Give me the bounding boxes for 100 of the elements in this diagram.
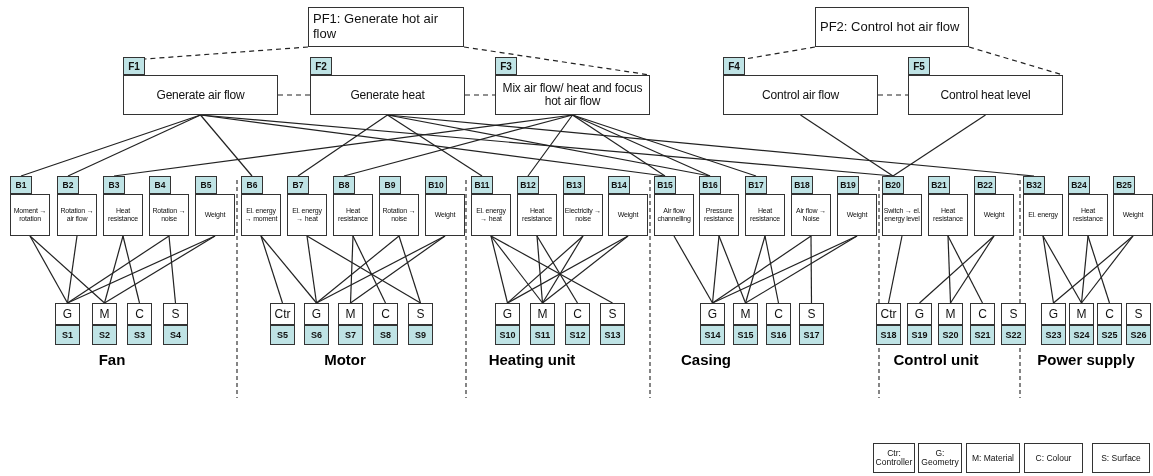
connector-line: [67, 114, 202, 177]
connector-line: [571, 114, 711, 177]
id-tag: S15: [733, 325, 758, 345]
id-tag: S24: [1069, 325, 1094, 345]
property-box: G: [907, 303, 932, 325]
connector-line: [744, 235, 858, 304]
section-label: Motor: [324, 351, 366, 368]
id-tag: S23: [1041, 325, 1066, 345]
property-box: G: [1041, 303, 1066, 325]
id-tag: F4: [723, 57, 745, 75]
legend-box: G: Geometry: [918, 443, 962, 473]
id-tag: B17: [745, 176, 767, 194]
id-tag: B13: [563, 176, 585, 194]
connector-line: [1042, 235, 1083, 304]
id-tag: B16: [699, 176, 721, 194]
connector-line: [947, 235, 984, 304]
connector-line: [892, 114, 987, 177]
id-tag: S3: [127, 325, 152, 345]
id-tag: F3: [495, 57, 517, 75]
property-box: S: [1001, 303, 1026, 325]
id-tag: B10: [425, 176, 447, 194]
connector-line: [66, 235, 78, 304]
connector-line: [103, 235, 124, 304]
property-box: M: [530, 303, 555, 325]
property-box: G: [304, 303, 329, 325]
connector-line: [711, 235, 858, 304]
id-tag: S18: [876, 325, 901, 345]
id-tag: S2: [92, 325, 117, 345]
property-box: C: [1097, 303, 1122, 325]
id-tag: B1: [10, 176, 32, 194]
id-tag: S11: [530, 325, 555, 345]
connector-line: [122, 235, 141, 304]
id-tag: F5: [908, 57, 930, 75]
connector-line: [168, 235, 177, 304]
id-tag: B11: [471, 176, 493, 194]
connector-line: [260, 235, 284, 304]
id-tag: B20: [882, 176, 904, 194]
property-box: G: [495, 303, 520, 325]
connector-line: [764, 235, 780, 304]
connector-line: [541, 235, 629, 304]
connector-line: [1080, 235, 1089, 304]
dashed-connector: [144, 46, 309, 60]
legend-box: Ctr: Controller: [873, 443, 915, 473]
legend-box: S: Surface: [1092, 443, 1150, 473]
legend-box: M: Material: [966, 443, 1020, 473]
connector-line: [398, 235, 422, 304]
connector-line: [352, 235, 387, 304]
connector-line: [527, 114, 574, 177]
id-tag: S10: [495, 325, 520, 345]
id-tag: S22: [1001, 325, 1026, 345]
id-tag: S6: [304, 325, 329, 345]
property-box: Ctr: [876, 303, 901, 325]
property-box: M: [938, 303, 963, 325]
dashed-connector: [277, 94, 311, 96]
connector-line: [343, 114, 574, 177]
connector-line: [1080, 235, 1134, 304]
connector-line: [29, 235, 106, 304]
function-box: PF2: Control hot air flow: [815, 7, 969, 47]
property-box: S: [600, 303, 625, 325]
function-box: Control air flow: [723, 75, 878, 115]
id-tag: B21: [928, 176, 950, 194]
connector-line: [947, 235, 952, 304]
id-tag: B24: [1068, 176, 1090, 194]
connector-line: [490, 235, 544, 304]
id-tag: S21: [970, 325, 995, 345]
id-tag: B18: [791, 176, 813, 194]
connector-line: [711, 235, 720, 304]
dashed-connector: [877, 94, 909, 96]
connector-line: [66, 235, 216, 304]
section-label: Power supply: [1037, 351, 1135, 368]
id-tag: S20: [938, 325, 963, 345]
id-tag: S9: [408, 325, 433, 345]
property-box: Ctr: [270, 303, 295, 325]
connector-line: [949, 235, 995, 304]
function-box: Mix air flow/ heat and focus hot air flow: [495, 75, 650, 115]
id-tag: S19: [907, 325, 932, 345]
function-box: Generate heat: [310, 75, 465, 115]
connector-line: [306, 235, 422, 304]
id-tag: S8: [373, 325, 398, 345]
connector-line: [490, 235, 509, 304]
property-box: M: [733, 303, 758, 325]
id-tag: B12: [517, 176, 539, 194]
id-tag: B32: [1023, 176, 1045, 194]
id-tag: S1: [55, 325, 80, 345]
id-tag: S17: [799, 325, 824, 345]
property-box: C: [373, 303, 398, 325]
property-box: S: [408, 303, 433, 325]
property-box: C: [565, 303, 590, 325]
dashed-connector: [464, 94, 496, 96]
connector-line: [506, 235, 584, 304]
property-box: C: [970, 303, 995, 325]
id-tag: S25: [1097, 325, 1122, 345]
property-box: S: [1126, 303, 1151, 325]
property-box: M: [1069, 303, 1094, 325]
id-tag: B9: [379, 176, 401, 194]
connector-line: [1087, 235, 1111, 304]
id-tag: F2: [310, 57, 332, 75]
id-tag: B19: [837, 176, 859, 194]
connector-line: [349, 235, 446, 304]
property-box: M: [338, 303, 363, 325]
